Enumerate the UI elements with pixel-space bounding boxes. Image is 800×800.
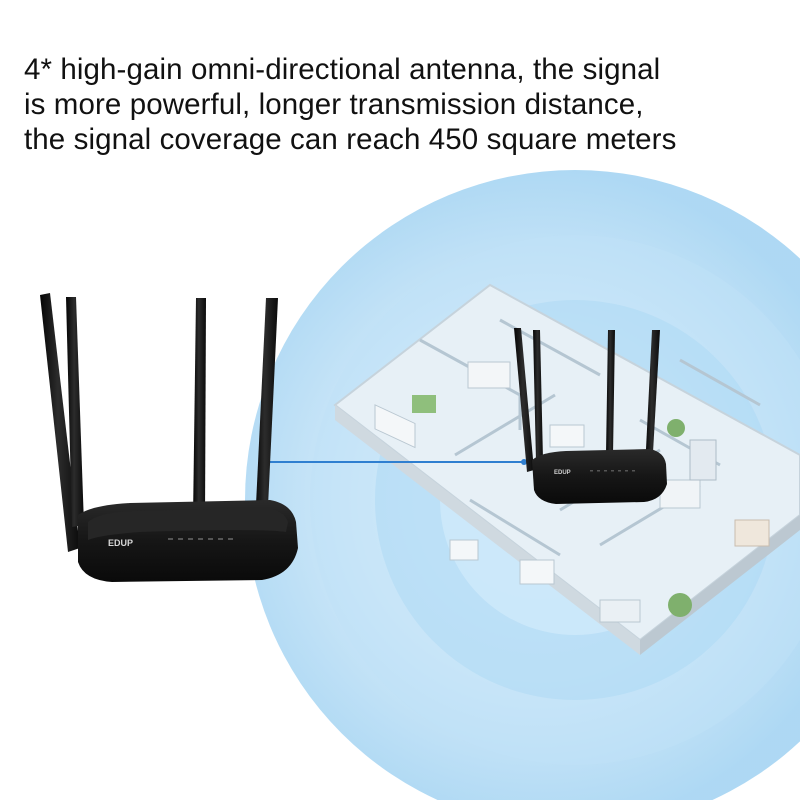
small-antenna-2 bbox=[533, 330, 543, 461]
router-large: EDUP bbox=[40, 293, 298, 582]
router-top-highlight bbox=[88, 508, 288, 540]
brand-logo: EDUP bbox=[108, 538, 133, 548]
headline-line-2: is more powerful, longer transmission di… bbox=[24, 88, 644, 121]
headline-line-3: the signal coverage can reach 450 square… bbox=[24, 123, 677, 156]
antenna-3 bbox=[193, 298, 206, 520]
small-router-body bbox=[532, 449, 667, 504]
headline: 4* high-gain omni-directional antenna, t… bbox=[24, 52, 784, 157]
floor-wall-front bbox=[335, 405, 640, 655]
floor-wall-right bbox=[640, 515, 800, 655]
small-antenna-3 bbox=[606, 330, 615, 455]
small-antenna-4 bbox=[645, 330, 660, 470]
small-antenna-1 bbox=[514, 328, 534, 472]
antenna-4 bbox=[254, 298, 278, 548]
connector-dot-right bbox=[521, 459, 527, 465]
small-brand-logo: EDUP bbox=[554, 470, 571, 476]
antenna-2 bbox=[66, 297, 84, 527]
antenna-1 bbox=[40, 293, 80, 552]
small-status-indicators bbox=[590, 470, 635, 472]
status-indicators bbox=[168, 538, 233, 540]
router-small: EDUP bbox=[514, 328, 667, 504]
headline-line-1: 4* high-gain omni-directional antenna, t… bbox=[24, 53, 661, 86]
